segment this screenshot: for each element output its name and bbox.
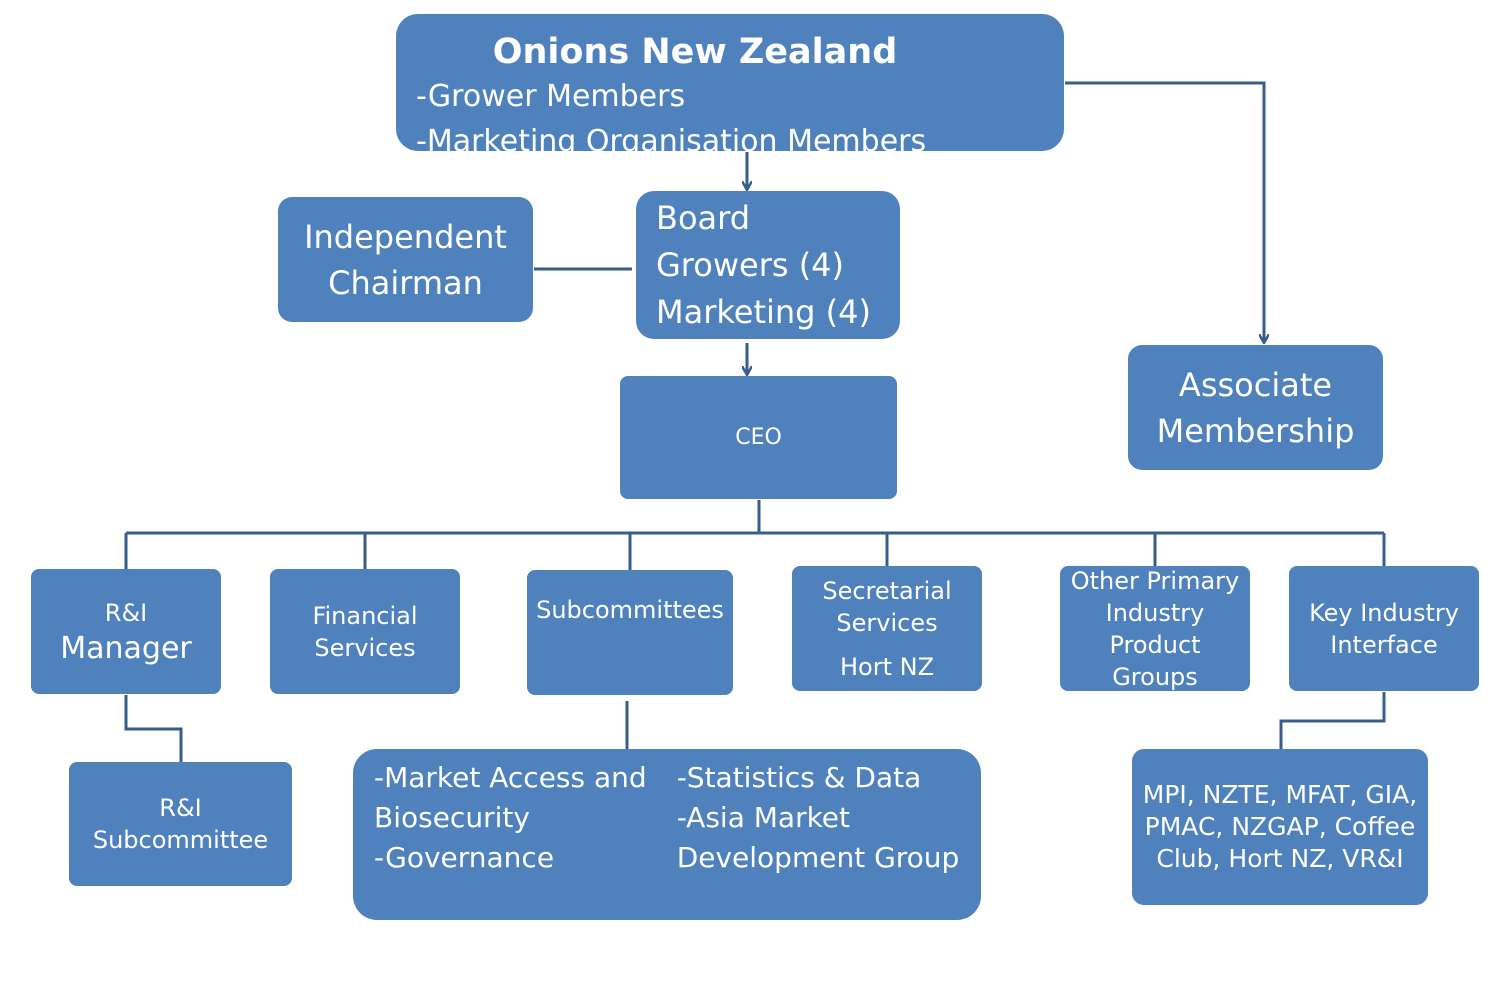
financial-line-2: Services — [314, 633, 416, 662]
subcommittees-label: Subcommittees — [536, 596, 724, 624]
independent-chairman-box: Independent Chairman — [278, 197, 533, 322]
secretarial-line-2: Services — [836, 608, 938, 637]
other-primary-industry-box: Other Primary Industry Product Groups — [1060, 566, 1250, 691]
associate-line-2: Membership — [1156, 411, 1355, 450]
key-industry-line-1: Key Industry — [1309, 598, 1459, 627]
subcommittee-list-col-1: -Market Access and Biosecurity -Governan… — [374, 758, 647, 878]
ceo-box: CEO — [620, 376, 897, 499]
chairman-line-2: Chairman — [328, 263, 483, 302]
key-partners-box: MPI, NZTE, MFAT, GIA, PMAC, NZGAP, Coffe… — [1132, 749, 1428, 905]
key-industry-line-2: Interface — [1330, 630, 1438, 659]
partners-line-1: MPI, NZTE, MFAT, GIA, — [1142, 780, 1418, 809]
onions-nz-title: Onions New Zealand — [492, 32, 898, 72]
key-industry-interface-box: Key Industry Interface — [1289, 566, 1479, 691]
ri-manager-line-2: Manager — [60, 630, 192, 666]
board-box: Board Growers (4) Marketing (4) — [636, 191, 900, 339]
secretarial-line-1: Secretarial — [822, 576, 952, 605]
ceo-label: CEO — [735, 425, 782, 450]
onions-nz-line-1: -Grower Members — [416, 79, 686, 114]
list-col2-line-1: -Statistics & Data — [676, 761, 922, 794]
secretarial-line-3: Hort NZ — [839, 652, 935, 681]
other-primary-line-3: Product — [1109, 630, 1201, 659]
other-primary-line-1: Other Primary — [1070, 566, 1240, 595]
list-col1-line-1: -Market Access and — [374, 761, 647, 794]
board-line-1: Board — [656, 198, 751, 237]
list-col1-line-3: -Governance — [374, 841, 555, 874]
ri-manager-line-1: R&I — [104, 598, 148, 627]
ri-manager-box: R&I Manager — [31, 569, 221, 694]
list-col2-line-2: -Asia Market — [676, 801, 851, 834]
list-col2-line-3: Development Group — [676, 841, 960, 874]
other-primary-line-2: Industry — [1105, 598, 1205, 627]
arrow-onz-to-associate — [1065, 81, 1264, 342]
line-key-industry-to-partners — [1279, 692, 1386, 749]
list-col1-line-2: Biosecurity — [374, 801, 530, 834]
subcommittees-box: Subcommittees — [527, 570, 733, 695]
subcommittee-list-col-2: -Statistics & Data -Asia Market Developm… — [677, 758, 960, 878]
other-primary-line-4: Groups — [1112, 662, 1198, 691]
onions-nz-line-2: -Marketing Organisation Members — [416, 124, 927, 159]
subcommittee-list-box: -Market Access and Biosecurity -Governan… — [353, 749, 981, 920]
partners-line-3: Club, Hort NZ, VR&I — [1156, 844, 1404, 873]
onions-nz-box: Onions New Zealand -Grower Members -Mark… — [396, 14, 1064, 159]
ri-subcommittee-line-2: Subcommittee — [92, 826, 269, 854]
ri-subcommittee-box: R&I Subcommittee — [69, 762, 292, 886]
partners-line-2: PMAC, NZGAP, Coffee — [1144, 812, 1416, 841]
financial-line-1: Financial — [312, 601, 418, 630]
associate-line-1: Associate — [1178, 365, 1333, 404]
chairman-line-1: Independent — [304, 217, 507, 256]
board-line-3: Marketing (4) — [656, 292, 871, 331]
financial-services-box: Financial Services — [270, 569, 460, 694]
secretarial-services-box: Secretarial Services Hort NZ — [792, 566, 982, 691]
ri-subcommittee-line-1: R&I — [159, 794, 202, 822]
board-line-2: Growers (4) — [656, 245, 845, 284]
line-ri-manager-to-subcommittee — [124, 695, 183, 762]
associate-membership-box: Associate Membership — [1128, 345, 1383, 470]
